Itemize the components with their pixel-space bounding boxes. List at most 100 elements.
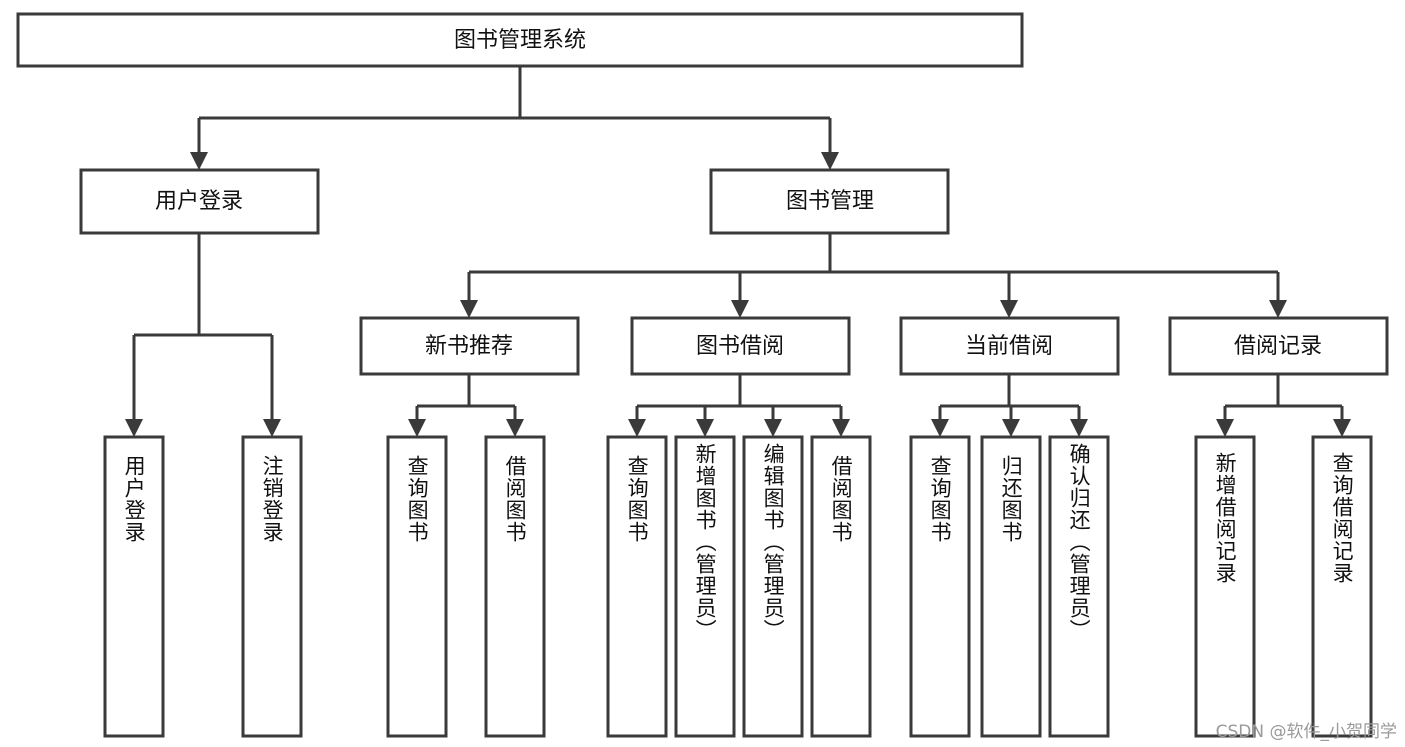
arrow-current-borrow-leaf-3 [1070,419,1088,437]
node-current-borrow-label: 当前借阅 [965,334,1053,359]
node-book-borrow-box[interactable] [630,316,851,376]
node-leaf-user-login-label: 用户登录 [122,455,147,543]
node-new-book-recommend-box[interactable] [359,316,580,376]
node-leaf-query-book-3-box[interactable] [909,435,971,738]
node-leaf-add-borrow-record[interactable]: 新增借阅记录 [1194,435,1256,738]
node-leaf-return-book-box[interactable] [980,435,1042,738]
arrow-book-manage-new-book [460,300,478,318]
node-root-box[interactable] [16,12,1024,68]
node-leaf-query-book-1-label: 查询图书 [405,455,430,543]
node-leaf-confirm-return-admin[interactable]: 确认归还（管理员） [1048,435,1110,738]
node-user-login-box[interactable] [79,168,320,235]
node-book-borrow[interactable]: 图书借阅 [630,316,851,376]
node-root[interactable]: 图书管理系统 [16,12,1024,68]
node-leaf-query-borrow-record[interactable]: 查询借阅记录 [1311,435,1373,738]
node-leaf-user-login-box[interactable] [103,435,165,738]
arrow-new-book-leaf-2 [506,419,524,437]
node-leaf-query-book-2-box[interactable] [606,435,668,738]
node-new-book-recommend-label: 新书推荐 [425,334,513,359]
node-book-borrow-label: 图书借阅 [696,334,784,359]
connector-group-book-borrow [628,374,850,437]
arrow-user-login-leaf-2 [263,419,281,437]
node-leaf-add-borrow-record-label: 新增借阅记录 [1213,452,1238,584]
node-leaf-query-book-1[interactable]: 查询图书 [386,435,448,738]
leaf-label-wrap: 编辑图书（管理员） [745,443,801,735]
node-borrow-record-label: 借阅记录 [1234,334,1322,359]
node-leaf-edit-book-admin-label: 编辑图书（管理员） [761,443,786,641]
node-leaf-query-book-1-box[interactable] [386,435,448,738]
node-leaf-query-book-2[interactable]: 查询图书 [606,435,668,738]
node-user-login-label: 用户登录 [155,189,243,214]
leaf-label-wrap: 新增借阅记录 [1197,452,1253,732]
node-leaf-borrow-book-2-label: 借阅图书 [829,455,854,543]
node-leaf-return-book-label: 归还图书 [999,455,1024,543]
leaf-label-wrap: 新增图书（管理员） [677,443,733,735]
leaf-label-wrap: 查询借阅记录 [1314,452,1370,732]
leaf-label-wrap: 确认归还（管理员） [1051,443,1107,735]
node-leaf-query-book-3-label: 查询图书 [928,455,953,543]
arrow-book-manage-book-borrow [731,300,749,318]
node-leaf-add-book-admin-box[interactable] [674,435,736,738]
node-book-manage[interactable]: 图书管理 [709,168,950,235]
node-leaf-borrow-book-1-label: 借阅图书 [503,455,528,543]
leaf-label-wrap: 查询图书 [389,455,445,730]
node-book-manage-box[interactable] [709,168,950,235]
node-borrow-record-box[interactable] [1168,316,1389,376]
node-leaf-edit-book-admin[interactable]: 编辑图书（管理员） [742,435,804,738]
node-leaf-confirm-return-admin-label: 确认归还（管理员） [1067,443,1092,641]
leaf-nodes-group: 用户登录 注销登录 查询图书 [103,435,1373,738]
node-leaf-user-login[interactable]: 用户登录 [103,435,165,738]
arrow-user-login-leaf-1 [125,419,143,437]
connector-group-book-manage [460,233,1287,318]
node-leaf-query-book-3[interactable]: 查询图书 [909,435,971,738]
arrow-book-manage-borrow-record [1269,300,1287,318]
arrow-current-borrow-leaf-1 [931,419,949,437]
node-leaf-add-book-admin-label: 新增图书（管理员） [693,443,718,641]
arrow-book-borrow-leaf-1 [628,419,646,437]
leaf-label-wrap: 查询图书 [912,455,968,730]
arrow-current-borrow-leaf-2 [1002,419,1020,437]
connector-group-user-login [125,233,281,437]
leaf-label-wrap: 归还图书 [983,455,1039,730]
node-leaf-add-book-admin[interactable]: 新增图书（管理员） [674,435,736,738]
node-leaf-return-book[interactable]: 归还图书 [980,435,1042,738]
node-new-book-recommend[interactable]: 新书推荐 [359,316,580,376]
node-leaf-borrow-book-2[interactable]: 借阅图书 [810,435,872,738]
arrow-borrow-record-leaf-2 [1333,419,1351,437]
connector-group-root [190,66,839,170]
node-leaf-query-borrow-record-label: 查询借阅记录 [1330,452,1355,584]
node-leaf-logout-login-label: 注销登录 [260,455,285,543]
node-leaf-add-borrow-record-box[interactable] [1194,435,1256,738]
node-leaf-logout-login[interactable]: 注销登录 [241,435,303,738]
node-leaf-logout-login-box[interactable] [241,435,303,738]
node-root-label: 图书管理系统 [454,28,586,53]
leaf-label-wrap: 用户登录 [106,455,162,730]
connector-group-borrow-record [1216,374,1351,437]
node-user-login[interactable]: 用户登录 [79,168,320,235]
node-leaf-borrow-book-2-box[interactable] [810,435,872,738]
arrow-borrow-record-leaf-1 [1216,419,1234,437]
arrow-root-to-user-login [190,152,208,170]
arrow-book-borrow-leaf-4 [832,419,850,437]
arrow-new-book-leaf-1 [408,419,426,437]
node-borrow-record[interactable]: 借阅记录 [1168,316,1389,376]
arrow-book-borrow-leaf-3 [764,419,782,437]
node-leaf-edit-book-admin-box[interactable] [742,435,804,738]
node-leaf-confirm-return-admin-box[interactable] [1048,435,1110,738]
node-current-borrow-box[interactable] [899,316,1120,376]
leaf-label-wrap: 查询图书 [609,455,665,730]
node-book-manage-label: 图书管理 [786,189,874,214]
arrow-root-to-book-manage [821,152,839,170]
node-leaf-borrow-book-1[interactable]: 借阅图书 [484,435,546,738]
node-leaf-borrow-book-1-box[interactable] [484,435,546,738]
leaf-label-wrap: 借阅图书 [813,455,869,730]
connector-group-new-book-recommend [408,374,524,437]
node-leaf-query-book-2-label: 查询图书 [625,455,650,543]
node-current-borrow[interactable]: 当前借阅 [899,316,1120,376]
node-leaf-query-borrow-record-box[interactable] [1311,435,1373,738]
leaf-label-wrap: 借阅图书 [487,455,543,730]
arrow-book-borrow-leaf-2 [696,419,714,437]
arrow-book-manage-current-borrow [1000,300,1018,318]
